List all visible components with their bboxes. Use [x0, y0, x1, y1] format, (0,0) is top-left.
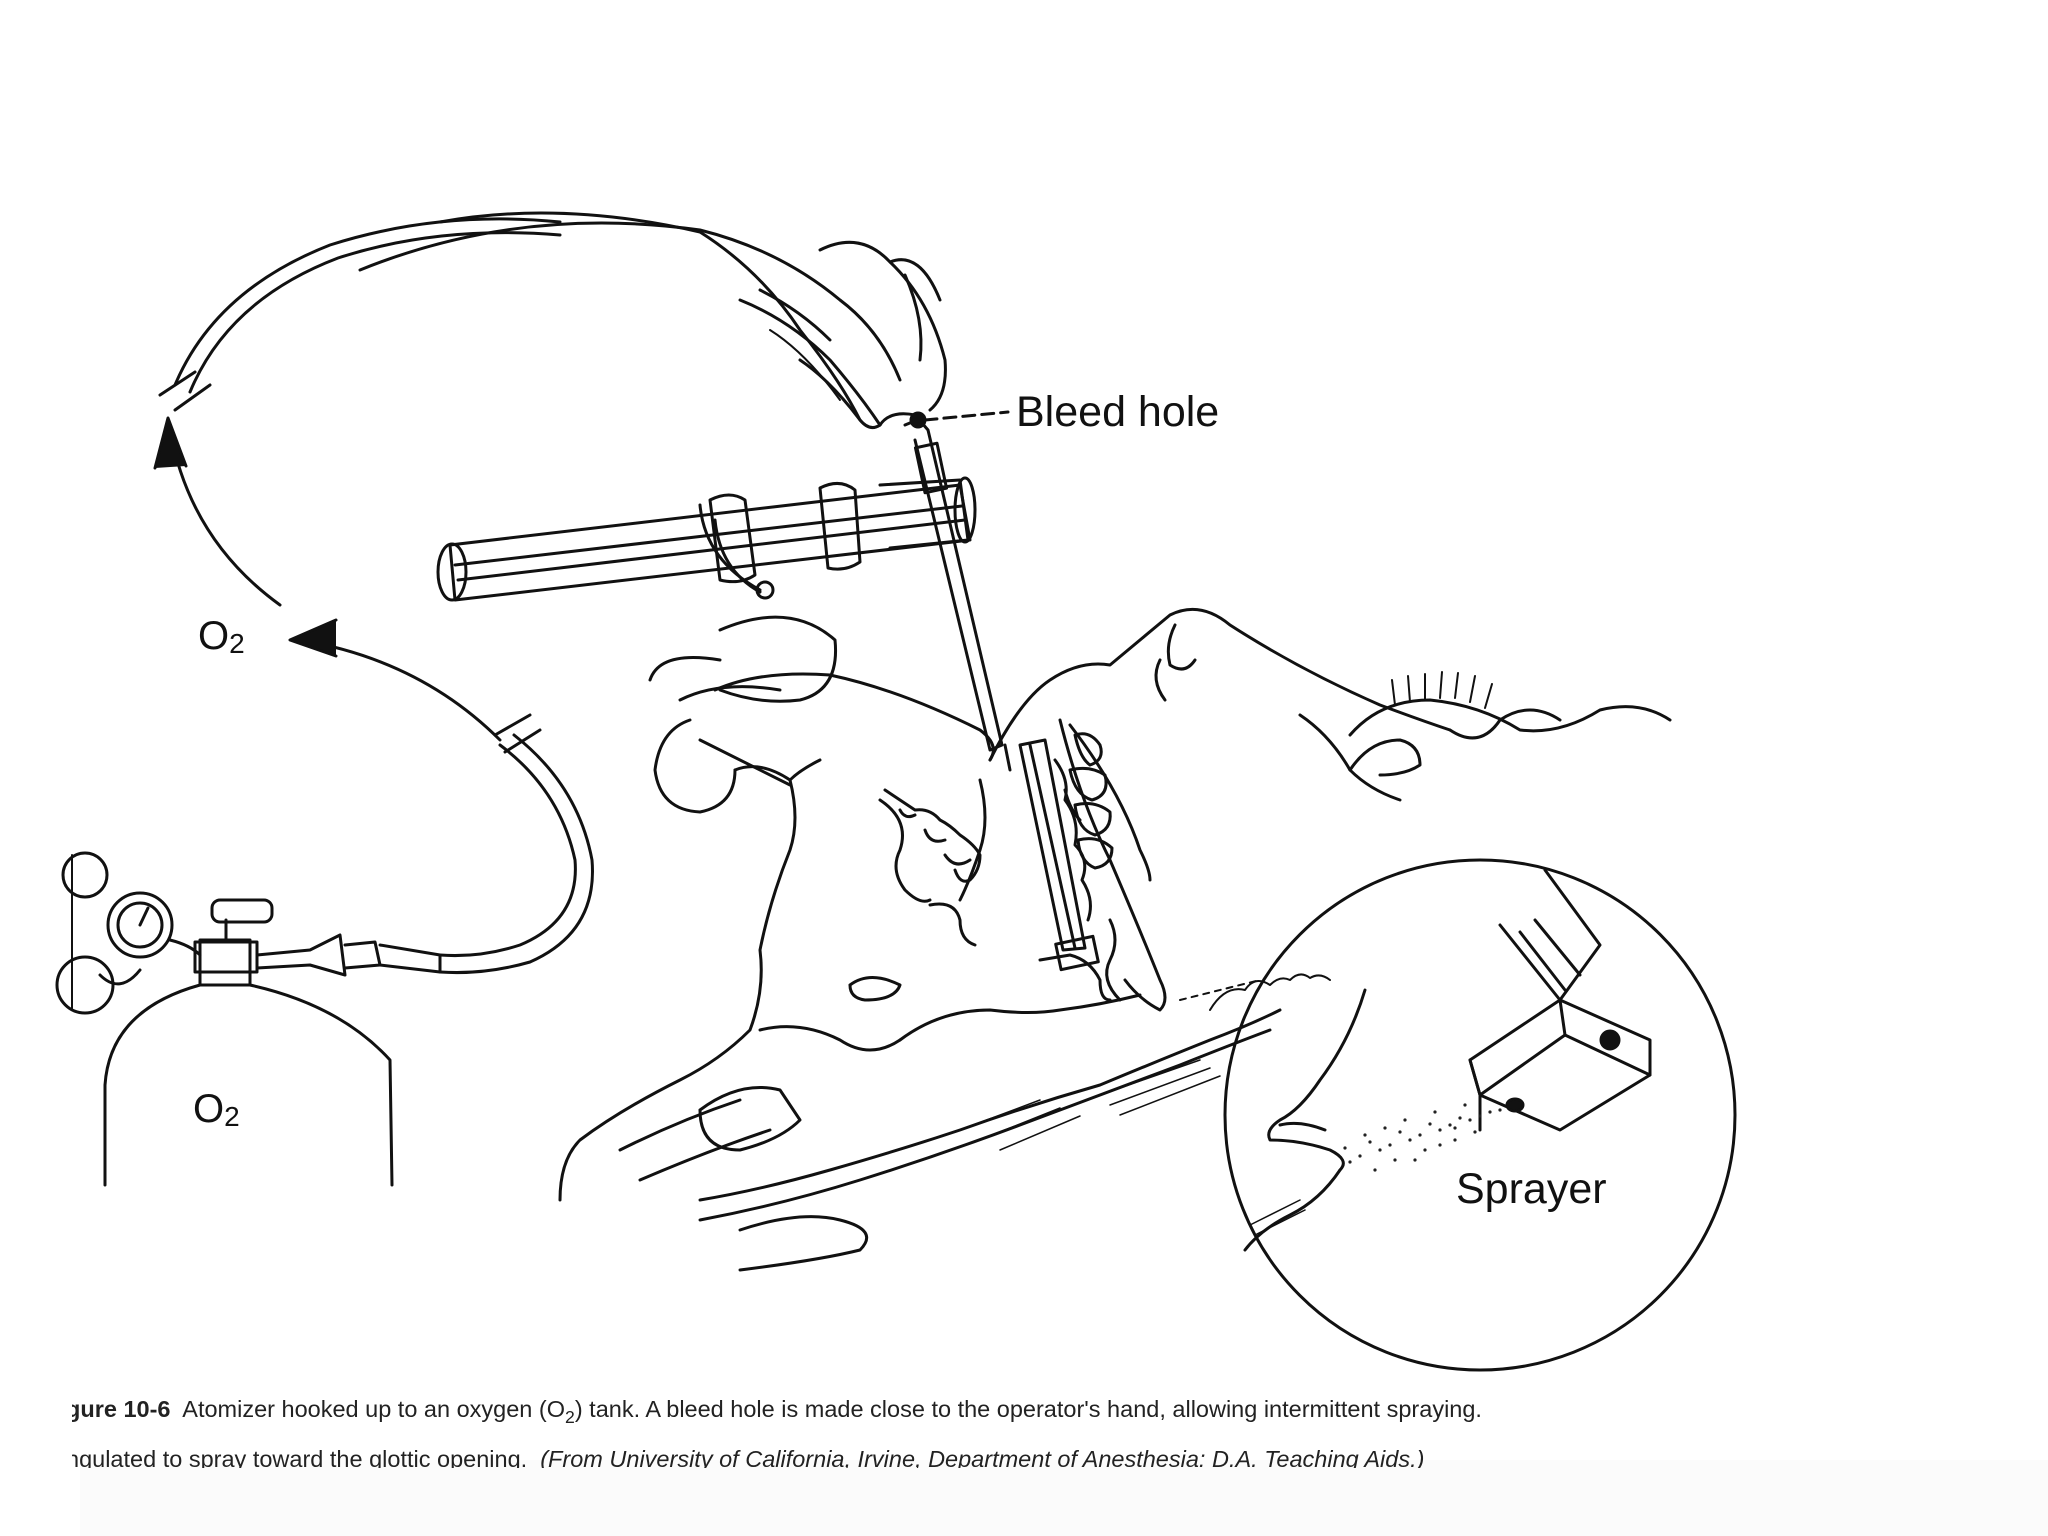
atomizer-barrel [436, 476, 977, 602]
patient-head [558, 607, 1672, 1202]
operator-hand [358, 211, 947, 430]
sprayer-label: Sprayer [1456, 1165, 1607, 1213]
caption-line-2: ngulated to spray toward the glottic ope… [72, 1438, 2016, 1468]
caption-text-a: Atomizer hooked up to an oxygen (O [182, 1396, 566, 1422]
sprayer-inset [1223, 858, 1737, 1372]
caption-subscript: 2 [565, 1407, 575, 1428]
o2-tank-label: O2 [193, 1087, 240, 1132]
o2-flow-label: O2 [198, 614, 245, 659]
bottom-band [80, 1460, 2048, 1536]
caption-text-b: ) tank. A bleed hole is made close to th… [574, 1396, 1482, 1422]
oxygen-tank [55, 851, 442, 1187]
o2-tank-label-main: O [193, 1087, 225, 1131]
patient-teeth [883, 732, 1114, 883]
bleed-hole-label: Bleed hole [1016, 388, 1220, 436]
oxygen-tubing-upper [158, 217, 562, 412]
artist-signature [1209, 973, 1331, 1011]
o2-flow-label-main: O [198, 614, 230, 658]
bleed-hole-leader [923, 410, 1010, 422]
figure-caption: gure 10-6 Atomizer hooked up to an oxyge… [72, 1388, 2022, 1468]
caption-line-1: gure 10-6 Atomizer hooked up to an oxyge… [72, 1388, 2016, 1438]
caption-source: (From University of California, Irvine, … [540, 1446, 1425, 1469]
spray-mist [1343, 1103, 1502, 1172]
atomizer-stem [903, 413, 1100, 972]
flow-arrow-lower [288, 618, 502, 742]
o2-tank-label-sub: 2 [224, 1101, 240, 1133]
patient-neck [618, 979, 1282, 1272]
oxygen-tubing-lower [438, 713, 594, 975]
caption-figure-id: gure 10-6 [72, 1396, 171, 1422]
bleed-hole-marker [909, 411, 927, 429]
caption-text-c: ngulated to spray toward the glottic ope… [72, 1446, 528, 1469]
flow-arrow-upper [153, 416, 282, 607]
o2-flow-label-sub: 2 [229, 628, 245, 660]
